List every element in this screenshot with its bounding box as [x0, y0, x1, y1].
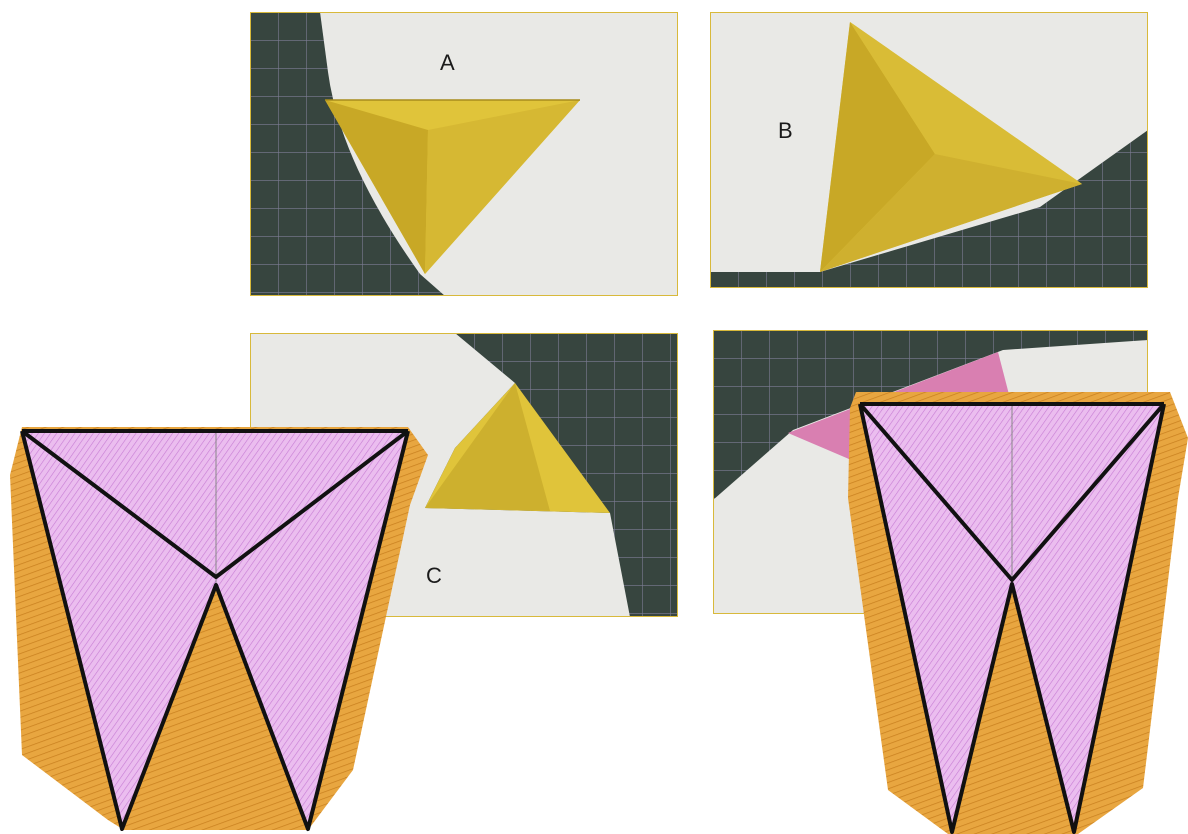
- photo-step-a: A: [250, 12, 678, 296]
- photo-step-b-image: [710, 12, 1148, 288]
- photo-label-a: A: [440, 50, 455, 75]
- right-pyramid-drawing: [848, 392, 1188, 834]
- photo-label-c: C: [426, 563, 442, 588]
- photo-step-b: B: [710, 12, 1148, 288]
- right-drawing-fold-lines: [858, 402, 1166, 834]
- left-pyramid-drawing: [10, 427, 428, 831]
- photo-label-b: B: [778, 118, 793, 143]
- left-drawing-pink-face: [22, 431, 408, 829]
- left-drawing-fold-lines: [20, 429, 410, 831]
- right-drawing-pink-face: [860, 404, 1164, 834]
- photo-step-a-image: [250, 12, 678, 296]
